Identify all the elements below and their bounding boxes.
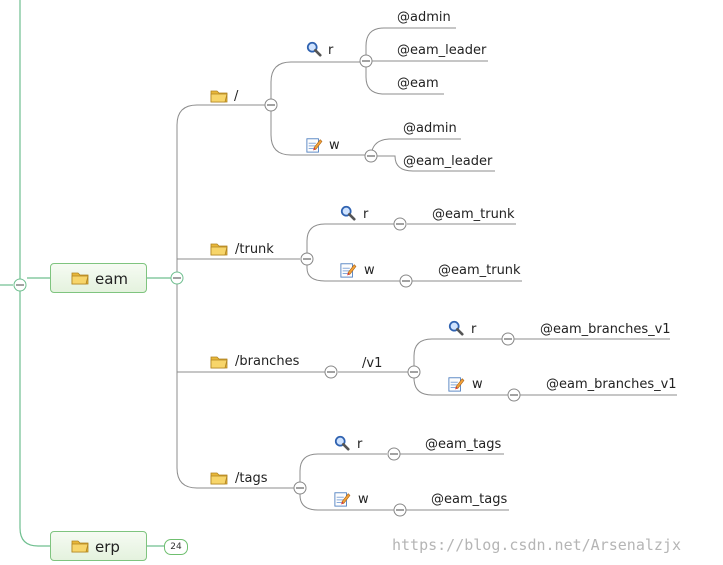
folder-icon <box>71 270 89 286</box>
group-item[interactable]: @eam_leader <box>397 43 487 58</box>
node-v1[interactable]: /v1 <box>362 356 383 371</box>
collapse-button-trunk-r[interactable] <box>393 217 407 231</box>
group-item[interactable]: @eam <box>397 76 439 91</box>
perm-write[interactable]: w <box>329 138 340 153</box>
collapse-button-branches-r[interactable] <box>501 332 515 346</box>
group-item[interactable]: @eam_leader <box>403 154 493 169</box>
group-item[interactable]: @admin <box>403 121 457 136</box>
collapse-button-eam[interactable] <box>170 271 184 285</box>
watermark: https://blog.csdn.net/Arsenalzjx <box>392 536 681 554</box>
folder-icon <box>210 354 228 370</box>
notepad-pencil-icon <box>333 491 351 507</box>
folder-icon <box>210 241 228 257</box>
node-tags[interactable]: /tags <box>235 471 268 486</box>
magnifier-icon <box>305 41 323 57</box>
node-eam[interactable]: eam <box>50 263 147 293</box>
collapse-button-root-w[interactable] <box>364 149 378 163</box>
group-item[interactable]: @eam_trunk <box>432 207 515 222</box>
group-item[interactable]: @eam_trunk <box>438 263 521 278</box>
collapse-button-branches[interactable] <box>324 365 338 379</box>
perm-read[interactable]: r <box>471 322 477 337</box>
group-item[interactable]: @admin <box>397 10 451 25</box>
node-root-path[interactable]: / <box>234 89 239 104</box>
folder-icon <box>210 88 228 104</box>
perm-read[interactable]: r <box>328 43 334 58</box>
collapse-button-tags-w[interactable] <box>393 503 407 517</box>
notepad-pencil-icon <box>339 262 357 278</box>
node-eam-label: eam <box>95 270 129 288</box>
perm-write[interactable]: w <box>472 377 483 392</box>
collapse-button-root[interactable] <box>13 278 27 292</box>
collapse-button-root-path[interactable] <box>264 98 278 112</box>
node-trunk[interactable]: /trunk <box>235 242 274 257</box>
notepad-pencil-icon <box>447 376 465 392</box>
collapse-button-tags[interactable] <box>293 481 307 495</box>
group-item[interactable]: @eam_branches_v1 <box>540 322 671 337</box>
group-item[interactable]: @eam_branches_v1 <box>546 377 677 392</box>
collapse-button-trunk[interactable] <box>300 252 314 266</box>
group-item[interactable]: @eam_tags <box>431 492 508 507</box>
node-erp-label: erp <box>95 538 120 556</box>
perm-read[interactable]: r <box>357 437 363 452</box>
perm-read[interactable]: r <box>363 207 369 222</box>
magnifier-icon <box>333 435 351 451</box>
node-branches[interactable]: /branches <box>235 354 300 369</box>
notepad-pencil-icon <box>305 137 323 153</box>
collapsed-count-badge[interactable]: 24 <box>164 539 188 555</box>
collapse-button-v1[interactable] <box>407 365 421 379</box>
perm-write[interactable]: w <box>358 492 369 507</box>
collapse-button-root-r[interactable] <box>359 54 373 68</box>
folder-icon <box>210 470 228 486</box>
perm-write[interactable]: w <box>364 263 375 278</box>
node-erp[interactable]: erp <box>50 531 147 561</box>
folder-icon <box>71 538 89 554</box>
group-item[interactable]: @eam_tags <box>425 437 502 452</box>
collapse-button-tags-r[interactable] <box>387 447 401 461</box>
magnifier-icon <box>447 320 465 336</box>
collapse-button-branches-w[interactable] <box>507 388 521 402</box>
magnifier-icon <box>339 205 357 221</box>
collapse-button-trunk-w[interactable] <box>399 274 413 288</box>
